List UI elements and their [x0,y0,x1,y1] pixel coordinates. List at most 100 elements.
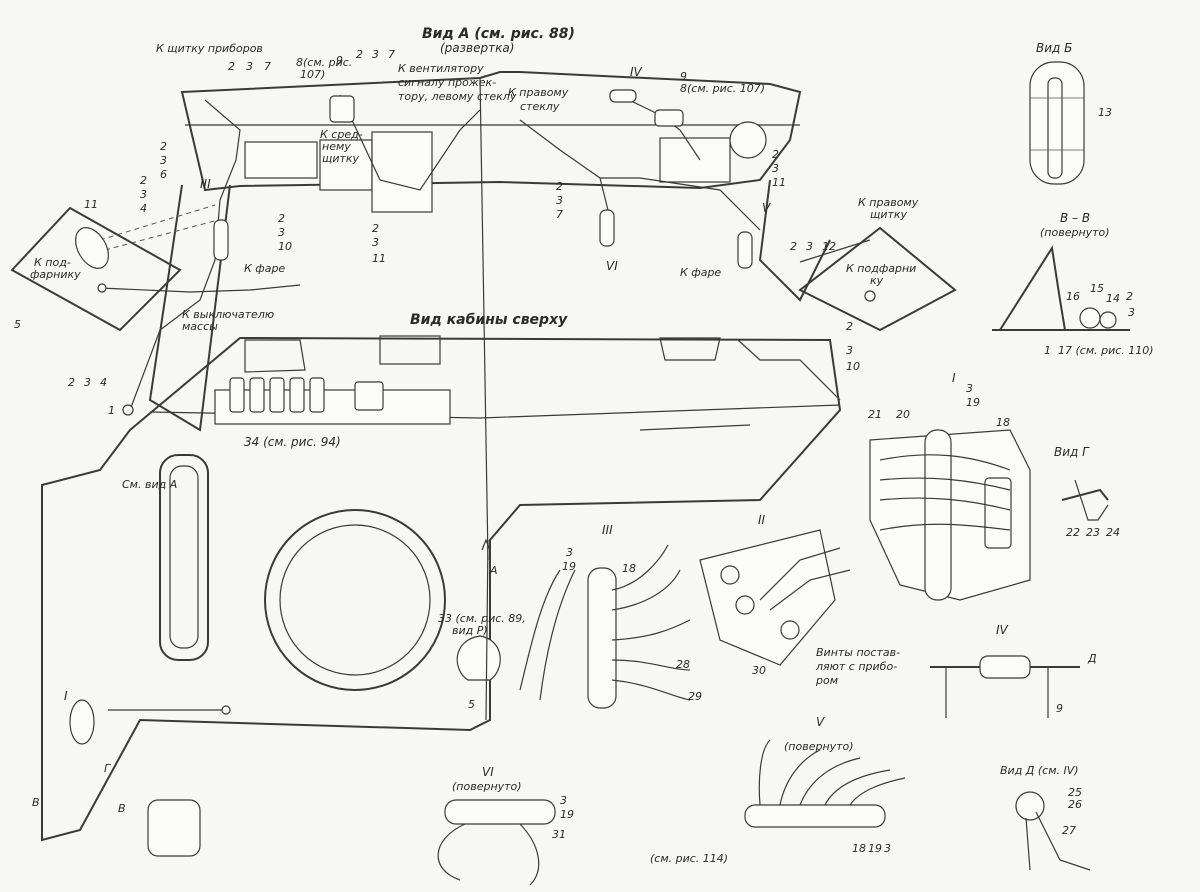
vi-wire-left [437,823,466,881]
label-mass-switch-2: массы [182,320,218,333]
label-see-view-a: См. вид А [122,478,177,491]
terminal-lower [221,705,231,715]
label-fog-right: К подфарни [846,262,916,275]
right-window-panel [659,137,731,183]
num-b-lower-2: В [118,802,126,815]
ii-housing [699,529,836,666]
iii-wire-1 [519,569,561,691]
num-30-ii: 30 [752,664,766,677]
label-mid-panel-3: щитку [322,152,360,165]
wire-fog-left [99,284,301,293]
label-to-panel: К щитку приборов [156,42,263,55]
num-6-a: 6 [160,168,167,181]
num-3-vi: 3 [560,794,567,807]
i-side-block [984,477,1012,549]
cabin-right-edge [737,339,841,401]
num-3-f: 3 [278,226,285,239]
label-ref-34: 34 (см. рис. 94) [244,435,341,449]
label-roman-iii: III [200,177,211,191]
d-wire-2 [1025,817,1031,871]
connector-vi-upper [599,209,615,247]
label-roman-vi-detail: VI [482,765,494,779]
label-to-right-glass-2: стеклу [520,100,560,113]
num-29-iii: 29 [688,690,702,703]
cabin-bar [639,424,751,431]
num-3-i-d: 3 [966,382,973,395]
label-fog-left-2: фарнику [30,268,81,281]
v-wire-4 [824,769,891,806]
label-roman-iv: IV [630,65,643,79]
num-1-bb: 1 [1044,344,1051,357]
left-window-panel [244,141,318,179]
ii-screw-3 [780,620,800,640]
connector-i-lower [69,699,95,745]
num-5-p: 5 [468,698,475,711]
center-axis-line [479,77,489,561]
label-ref-33b: вид Р) [452,624,488,637]
num-2-j: 2 [790,240,797,253]
num-21-i-d: 21 [868,408,882,421]
cab-roof-outline [180,71,802,192]
connector-iii-upper [213,219,229,261]
connector-iv-upper [609,89,637,103]
label-fig107: 8(см. рис. 107) [680,82,765,95]
iii-wire-4 [611,569,681,611]
num-3-iii: 3 [566,546,573,559]
v-wire-5 [849,777,906,806]
fuse-2 [249,377,265,413]
label-fig107-left: 8(см. рис. [296,56,352,69]
label-roman-vi: VI [606,259,618,273]
view-g [1061,479,1109,521]
resistor-upper [654,109,684,127]
connector-ii-upper [75,227,109,269]
label-roman-v-detail: V [816,715,825,729]
i-wire-4 [879,523,1011,531]
label-to-left-glass: тору, левому стеклу [398,90,517,103]
num-12-j: 12 [822,240,836,253]
num-3-h: 3 [556,194,563,207]
label-roman-ii: II [758,513,766,527]
label-mid-panel: К сред- [320,128,363,141]
fog-right-plug [864,290,876,302]
bb-bracket [999,245,1066,331]
num-9-e: 9 [680,70,687,83]
ii-screw-2 [735,595,755,615]
fuse-row [229,377,384,413]
num-3-j: 3 [806,240,813,253]
label-screws-1: Винты постав- [816,646,900,659]
left-fog-flap [10,206,182,332]
label-fig114: (см. рис. 114) [650,852,728,865]
view-bb [992,245,1130,331]
num-3-g: 3 [372,236,379,249]
text-labels: Вид А (см. рис. 88) (развертка) К щитку … [14,26,1154,865]
bb-clamp-1 [1079,307,1101,329]
detail-v [744,739,906,828]
num-27-d: 27 [1062,824,1076,837]
num-4-m: 4 [100,376,107,389]
label-roman-i: I [952,371,956,385]
num-b-lower: В [32,796,40,809]
mid-panel-b [371,131,433,213]
num-3-b: 3 [140,188,147,201]
iii-wire-5 [611,619,691,641]
num-3-d: 3 [372,48,379,61]
num-a-o: А [489,564,498,577]
iii-wire-6 [611,659,691,671]
num-20-i-d: 20 [896,408,910,421]
wire-a [485,539,489,721]
num-22-g: 22 [1066,526,1080,539]
label-view-g: Вид Г [1054,445,1090,459]
ii-wire-b [769,569,851,611]
bb-clamp-2 [1099,311,1117,329]
num-2-g: 2 [372,222,379,235]
label-fog-right-2: ку [870,274,884,287]
num-2-bb: 2 [1126,290,1133,303]
fog-left-plug [97,283,107,293]
v-terminal-strip [744,804,886,828]
num-11-g: 11 [372,252,386,265]
iii-wire-7 [611,679,691,701]
wire-right-main [519,119,761,231]
left-slot-inner [169,465,199,649]
num-g-lower: Г [104,762,111,775]
num-3-m: 3 [84,376,91,389]
